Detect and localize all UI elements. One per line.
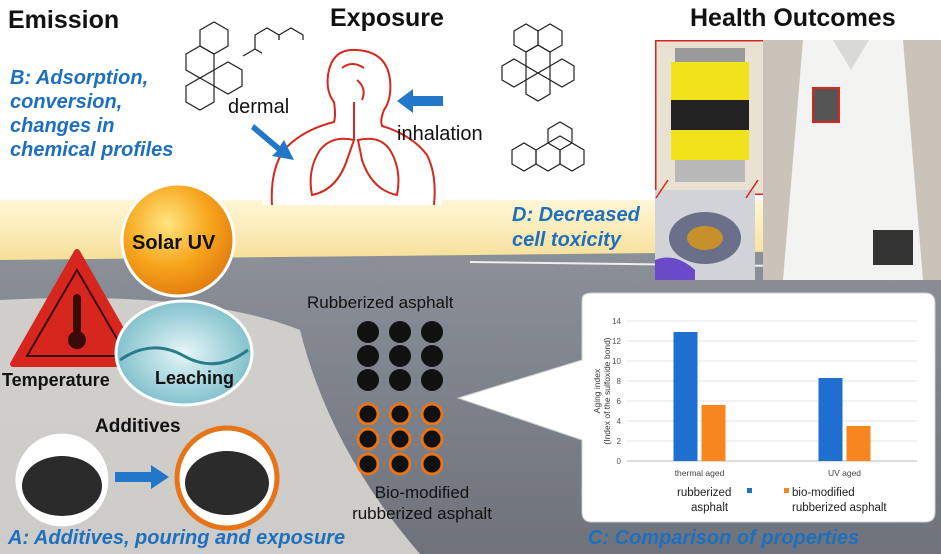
bar (818, 378, 843, 461)
y-tick-label: 2 (617, 437, 622, 446)
dot-orange-ring (420, 402, 444, 426)
leaching-water-icon (114, 299, 254, 407)
y-tick-label: 4 (617, 417, 622, 426)
y-tick-label: 14 (612, 317, 621, 326)
label-bio-modified: Bio-modified rubberized asphalt (332, 482, 512, 524)
dot-orange-ring (388, 452, 412, 476)
label-leaching: Leaching (155, 368, 235, 388)
heading-emission: Emission (8, 6, 120, 34)
caption-d: D: Decreased cell toxicity (512, 203, 640, 253)
y-tick-label: 12 (612, 337, 621, 346)
dot-orange-ring (356, 402, 380, 426)
pah-molecule-2-icon (511, 121, 585, 172)
solar-uv-sun-icon (120, 182, 236, 298)
legend-label: rubberized asphalt (677, 487, 731, 514)
y-tick-label: 10 (612, 357, 621, 366)
legend-label-line: rubberized (677, 487, 731, 499)
sampler-photo (655, 40, 765, 195)
dot-orange-ring (420, 427, 444, 451)
caption-b: B: Adsorption, conversion, changes in ch… (10, 66, 173, 162)
caption-d-line: cell toxicity (512, 229, 621, 251)
temperature-warning-icon (10, 249, 144, 367)
legend-label: bio-modified rubberized asphalt (792, 487, 887, 514)
dot-grid (356, 321, 444, 476)
label-bio-modified-line: Bio-modified (374, 483, 470, 502)
legend-label-line: rubberized asphalt (792, 502, 887, 514)
dot-orange-ring (356, 452, 380, 476)
dot-black (421, 321, 443, 343)
inhalation-arrow-icon (397, 89, 443, 113)
caption-a: A: Additives, pouring and exposure (8, 527, 346, 549)
rubber-granules-icon (14, 432, 110, 528)
dot-black (357, 369, 379, 391)
cell-dish-photo (655, 190, 755, 280)
heading-exposure: Exposure (330, 4, 444, 32)
x-tick-label: UV aged (828, 468, 861, 478)
dot-black (421, 369, 443, 391)
dot-orange-ring (356, 427, 380, 451)
label-dermal: dermal (228, 96, 290, 118)
y-axis-label: Aging index(Index of the sulfoxide bond) (592, 337, 612, 444)
label-inhalation: inhalation (397, 123, 483, 145)
bar (846, 426, 871, 461)
bar (673, 332, 698, 461)
dot-orange-ring (388, 402, 412, 426)
dot-black (389, 321, 411, 343)
dermal-arrow-icon (251, 124, 294, 160)
label-bio-modified-line: rubberized asphalt (352, 504, 492, 523)
dot-black (389, 369, 411, 391)
legend-label-line: asphalt (691, 502, 729, 514)
caption-b-line: B: Adsorption, (10, 67, 149, 89)
dot-black (357, 345, 379, 367)
caption-d-line: D: Decreased (512, 204, 640, 226)
human-lungs-figure (262, 40, 442, 205)
zoom-lines (655, 180, 759, 199)
label-additives: Additives (95, 416, 181, 437)
bar (701, 405, 726, 461)
dot-black (421, 345, 443, 367)
pah-molecule-icon (185, 21, 243, 111)
y-tick-label: 6 (617, 397, 622, 406)
label-rubberized-asphalt: Rubberized asphalt (307, 293, 454, 312)
y-axis-label-line: Aging index (592, 368, 602, 413)
caption-b-line: chemical profiles (10, 139, 174, 161)
legend-swatch (784, 488, 789, 493)
legend-label-line: bio-modified (792, 487, 855, 499)
coronene-molecule-icon (501, 23, 575, 102)
y-axis-label-line: (Index of the sulfoxide bond) (602, 337, 612, 444)
x-tick-label: thermal aged (675, 468, 725, 478)
caption-b-line: conversion, (10, 91, 123, 113)
dot-black (357, 321, 379, 343)
dot-black (389, 345, 411, 367)
bio-modified-granules-icon (174, 425, 280, 531)
dot-orange-ring (388, 427, 412, 451)
label-temperature: Temperature (2, 370, 110, 390)
legend-swatch (747, 488, 752, 493)
dot-orange-ring (420, 452, 444, 476)
heading-health-outcomes: Health Outcomes (690, 4, 896, 32)
additive-arrow-icon (115, 465, 169, 489)
label-solar-uv: Solar UV (132, 232, 216, 254)
caption-c: C: Comparison of properties (588, 527, 860, 549)
y-tick-label: 0 (617, 457, 622, 466)
caption-b-line: changes in (10, 115, 115, 137)
labcoat-photo (763, 40, 941, 280)
y-tick-label: 8 (617, 377, 622, 386)
